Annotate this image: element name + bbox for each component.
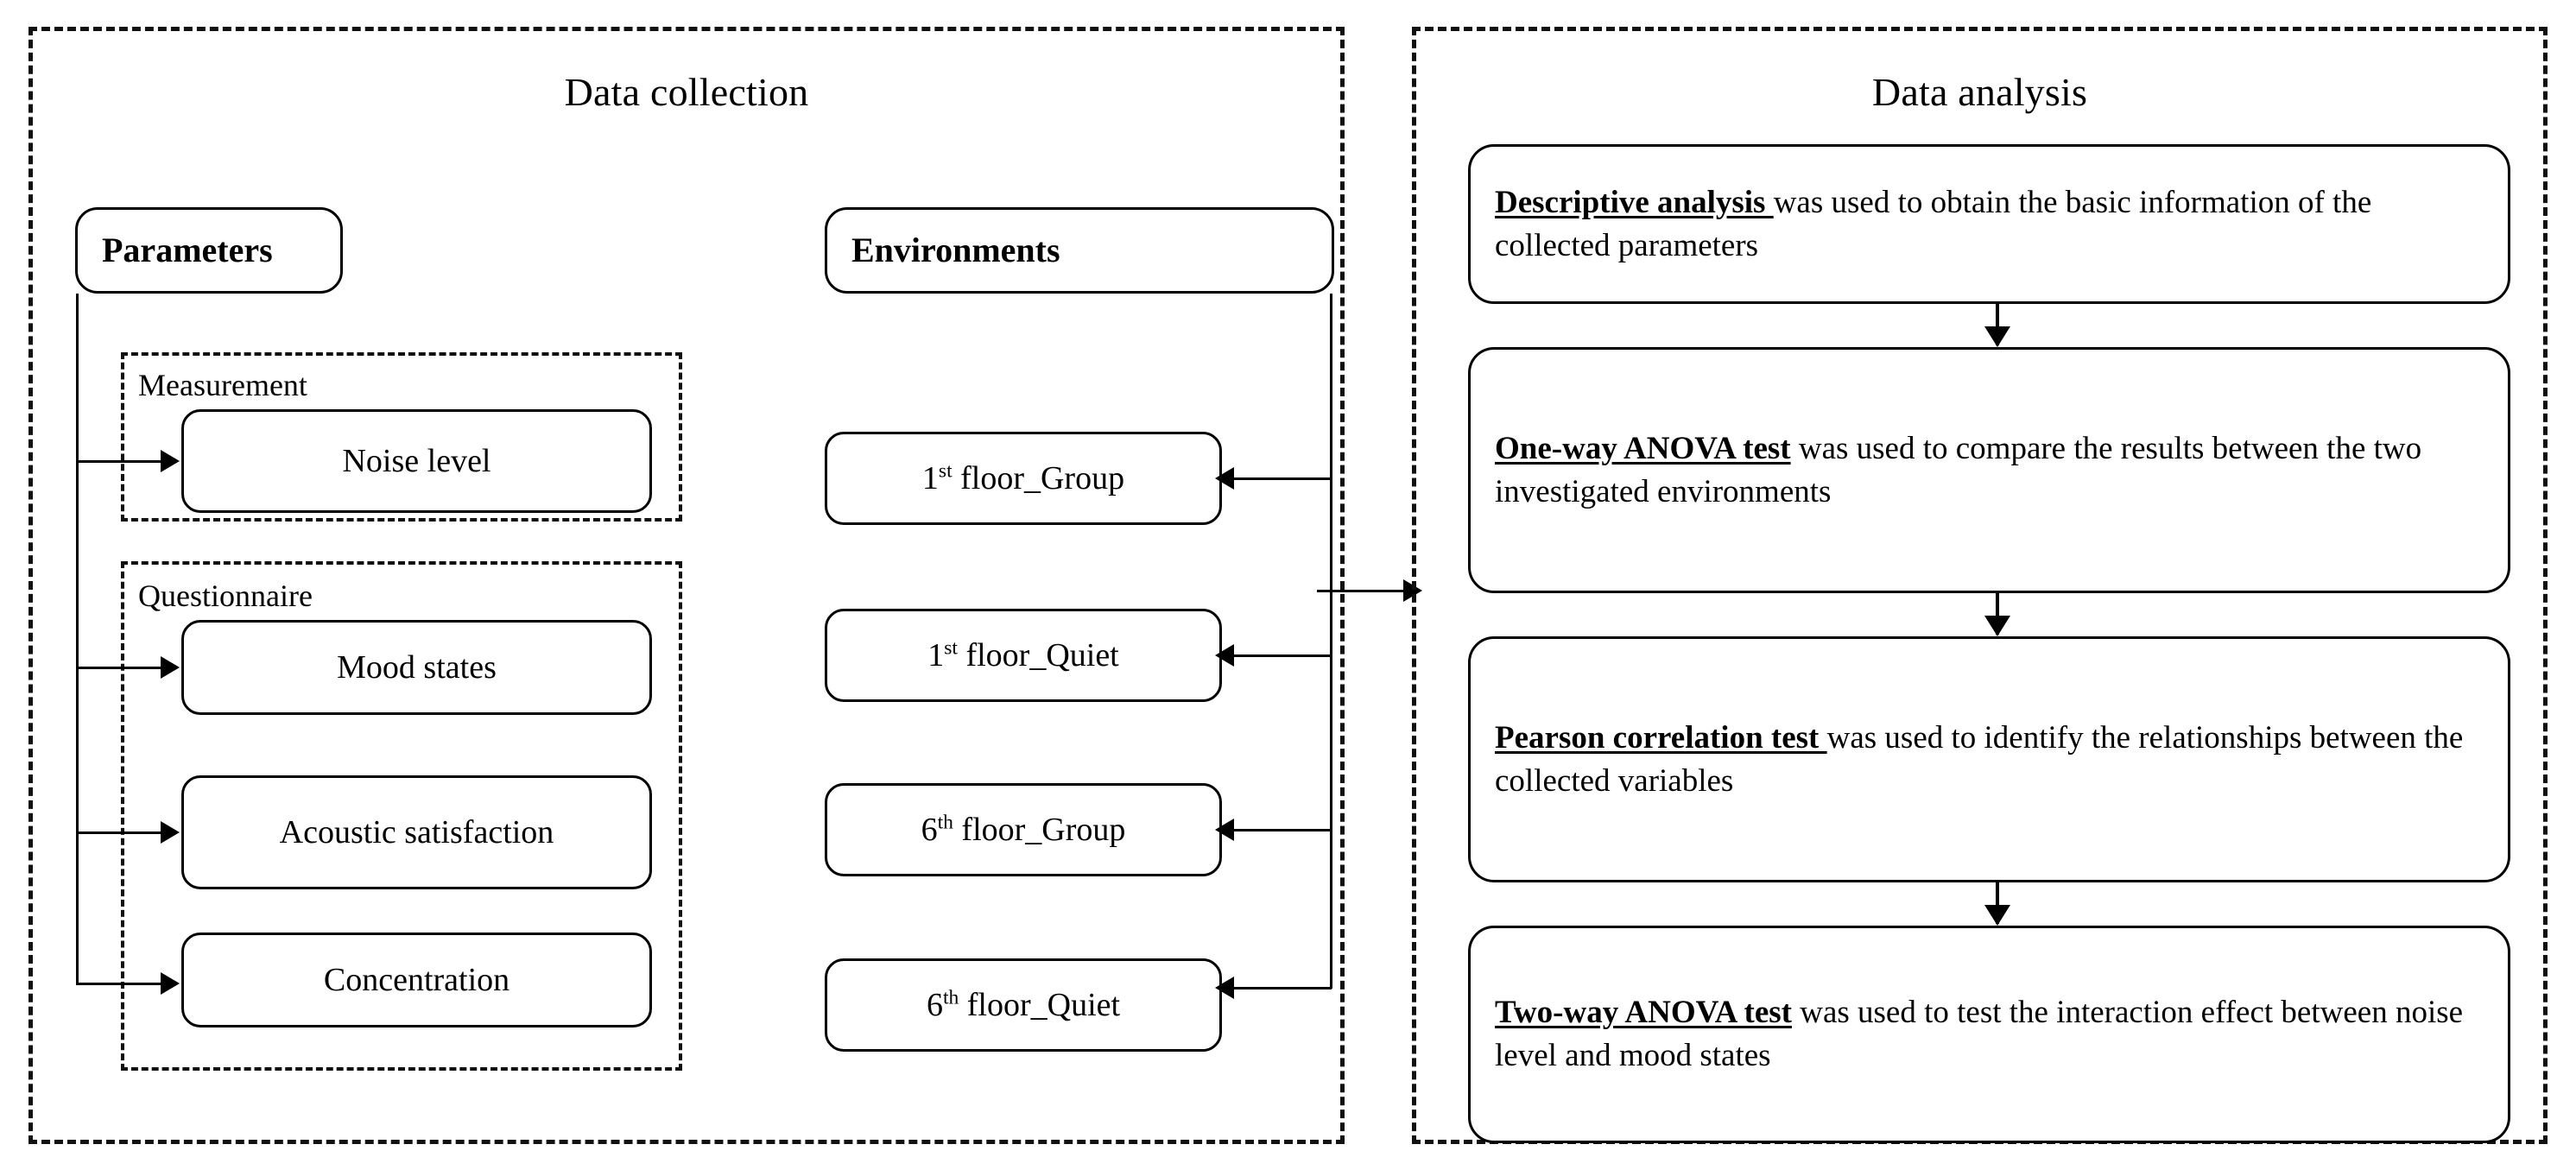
environment-label-1st-floor-group: 1st floor_Group xyxy=(921,458,1125,496)
environment-label-6th-floor-group: 6th floor_Group xyxy=(921,810,1126,848)
parameter-label-acoustic-satisfaction: Acoustic satisfaction xyxy=(279,813,554,850)
panel-data-collection: Data collection xyxy=(28,27,1345,1144)
connector-to-1st-floor-group xyxy=(1232,477,1332,480)
connector-to-mood-states xyxy=(76,667,162,669)
parameter-label-mood-states: Mood states xyxy=(337,648,497,686)
environments-header-box[interactable]: Environments xyxy=(825,207,1334,294)
analysis-step-two-way-anova-test[interactable]: Two-way ANOVA test was used to test the … xyxy=(1468,926,2510,1143)
connector-step2-to-step3 xyxy=(1996,593,1999,635)
arrow-right-icon-mood-states xyxy=(161,656,180,679)
arrow-down-icon-step2-to-step3 xyxy=(1984,616,2010,636)
group-questionnaire xyxy=(121,561,682,1071)
analysis-step-lead-pearson-correlation-test: Pearson correlation test xyxy=(1495,719,1827,756)
arrow-right-icon-acoustic-satisfaction xyxy=(161,821,180,844)
panel-title-data-collection: Data collection xyxy=(564,70,809,114)
arrow-right-icon-concentration xyxy=(161,972,180,995)
analysis-step-body-descriptive-analysis: was used to obtain the basic information… xyxy=(1495,184,2372,263)
analysis-step-text-pearson-correlation-test: Pearson correlation test was used to ide… xyxy=(1495,717,2482,802)
environment-label-1st-floor-quiet: 1st floor_Quiet xyxy=(927,635,1119,673)
panel-title-data-analysis: Data analysis xyxy=(1871,70,2088,114)
group-measurement xyxy=(121,352,682,522)
arrow-left-icon-6th-floor-group xyxy=(1215,819,1234,841)
arrow-right-icon-noise-level xyxy=(161,450,180,472)
parameter-box-concentration[interactable]: Concentration xyxy=(181,933,652,1027)
parameters-header-box[interactable]: Parameters xyxy=(75,207,343,294)
parameters-bus-line xyxy=(76,294,79,984)
connector-to-1st-floor-quiet xyxy=(1232,654,1332,657)
analysis-step-text-one-way-anova-test: One-way ANOVA test was used to compare t… xyxy=(1495,427,2482,513)
environment-box-6th-floor-group[interactable]: 6th floor_Group xyxy=(825,783,1222,876)
environments-bus-line xyxy=(1330,294,1332,989)
connector-to-noise-level xyxy=(76,460,162,463)
arrow-left-icon-6th-floor-quiet xyxy=(1215,977,1234,999)
parameter-box-mood-states[interactable]: Mood states xyxy=(181,620,652,715)
connector-to-6th-floor-quiet xyxy=(1232,987,1332,989)
connector-step3-to-step4 xyxy=(1996,882,1999,924)
analysis-step-lead-descriptive-analysis: Descriptive analysis xyxy=(1495,184,1774,220)
connector-collection-to-analysis xyxy=(1317,590,1408,592)
analysis-step-text-two-way-anova-test: Two-way ANOVA test was used to test the … xyxy=(1495,991,2482,1077)
analysis-step-lead-two-way-anova-test: Two-way ANOVA test xyxy=(1495,995,1792,1031)
analysis-step-body-one-way-anova-test: was used to compare the results between … xyxy=(1495,430,2422,509)
environment-box-1st-floor-group[interactable]: 1st floor_Group xyxy=(825,432,1222,525)
connector-to-acoustic-satisfaction xyxy=(76,831,162,834)
parameter-box-acoustic-satisfaction[interactable]: Acoustic satisfaction xyxy=(181,775,652,889)
connector-to-concentration xyxy=(76,983,162,985)
group-measurement-label: Measurement xyxy=(138,368,307,402)
environments-header-label: Environments xyxy=(851,231,1060,270)
arrow-down-icon-step1-to-step2 xyxy=(1984,326,2010,347)
environment-box-6th-floor-quiet[interactable]: 6th floor_Quiet xyxy=(825,958,1222,1052)
parameter-label-concentration: Concentration xyxy=(323,961,510,998)
group-questionnaire-label: Questionnaire xyxy=(138,579,313,613)
environment-box-1st-floor-quiet[interactable]: 1st floor_Quiet xyxy=(825,609,1222,702)
parameter-label-noise-level: Noise level xyxy=(342,442,491,479)
connector-to-6th-floor-group xyxy=(1232,829,1332,831)
analysis-step-body-two-way-anova-test: was used to test the interaction effect … xyxy=(1495,995,2464,1073)
arrow-left-icon-1st-floor-group xyxy=(1215,467,1234,490)
arrow-left-icon-1st-floor-quiet xyxy=(1215,644,1234,667)
analysis-step-lead-one-way-anova-test: One-way ANOVA test xyxy=(1495,430,1791,466)
parameter-box-noise-level[interactable]: Noise level xyxy=(181,409,652,513)
analysis-step-pearson-correlation-test[interactable]: Pearson correlation test was used to ide… xyxy=(1468,636,2510,882)
arrow-down-icon-step3-to-step4 xyxy=(1984,905,2010,926)
environment-label-6th-floor-quiet: 6th floor_Quiet xyxy=(926,985,1121,1023)
analysis-step-text-descriptive-analysis: Descriptive analysis was used to obtain … xyxy=(1495,181,2482,267)
parameters-header-label: Parameters xyxy=(102,231,273,270)
analysis-step-descriptive-analysis[interactable]: Descriptive analysis was used to obtain … xyxy=(1468,144,2510,304)
analysis-step-body-pearson-correlation-test: was used to identify the relationships b… xyxy=(1495,719,2464,799)
connector-step1-to-step2 xyxy=(1996,304,1999,345)
analysis-step-one-way-anova-test[interactable]: One-way ANOVA test was used to compare t… xyxy=(1468,347,2510,593)
